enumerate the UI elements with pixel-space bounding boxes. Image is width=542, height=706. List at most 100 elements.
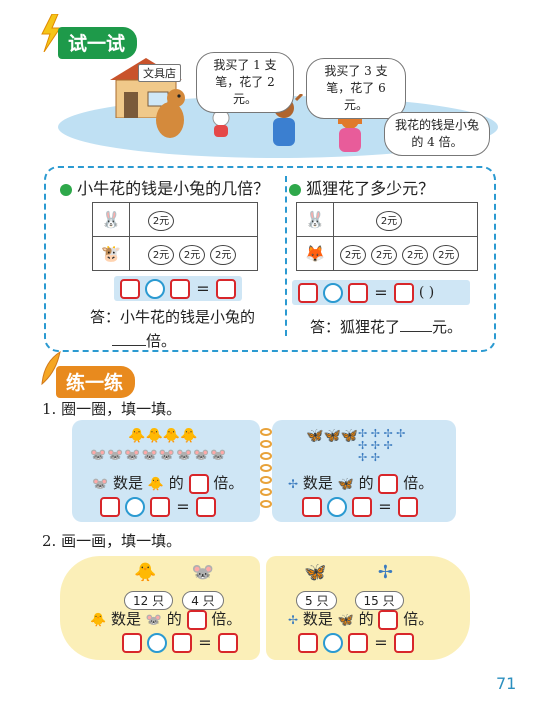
answer-box[interactable] xyxy=(397,496,418,517)
sentence-text: 数是 xyxy=(302,474,333,492)
answer-box[interactable] xyxy=(217,632,238,653)
coin-2yuan: 2元 xyxy=(371,244,398,265)
answer-box[interactable] xyxy=(150,496,171,517)
mouse-row: 🐭🐭🐭🐭🐭🐭🐭🐭 xyxy=(90,448,228,463)
answer-box[interactable] xyxy=(170,278,191,299)
answer-box[interactable] xyxy=(195,496,216,517)
sentence-text: 的 xyxy=(166,610,182,628)
butterfly-icon: 🦋 xyxy=(337,477,354,492)
answer-box[interactable] xyxy=(393,632,414,653)
dragonfly-icon: ✢ xyxy=(288,613,299,627)
dragonfly-icon: ✢ xyxy=(358,427,368,440)
fill-blank[interactable] xyxy=(112,345,146,346)
fox-icon: 🦊 xyxy=(305,244,325,263)
ex2-right-sentence: ✢ 数是 🦋 的 倍。 xyxy=(288,608,433,630)
answer-box[interactable] xyxy=(348,282,369,303)
answer-box[interactable] xyxy=(100,496,120,517)
answer-box[interactable] xyxy=(298,282,318,303)
dragonfly-icon: ✢ xyxy=(358,439,368,452)
butterfly-icon: 🦋 xyxy=(340,428,359,444)
operator-circle[interactable] xyxy=(147,632,168,653)
left-answer-line2: 倍。 xyxy=(112,330,176,351)
sentence-text: 倍。 xyxy=(403,474,434,492)
answer-box[interactable] xyxy=(378,474,399,494)
sentence-text: 数是 xyxy=(112,474,143,492)
answer-box[interactable] xyxy=(348,632,369,653)
answer-box[interactable] xyxy=(393,282,414,303)
kangaroo-icon xyxy=(148,84,192,144)
section-title-practice: 练一练 xyxy=(56,366,136,398)
dragonfly-icon: ✢ xyxy=(383,427,393,440)
operator-circle[interactable] xyxy=(327,496,348,517)
bubble-fox: 我花的钱是小兔的 4 倍。 xyxy=(384,112,490,156)
chick-icon: 🐥 xyxy=(128,428,146,444)
operator-circle[interactable] xyxy=(145,278,166,299)
sentence-text: 的 xyxy=(358,610,374,628)
answer-suffix: 倍。 xyxy=(146,332,177,350)
dragonfly-icon: ✢ xyxy=(288,477,299,491)
count-tag: 5 只 xyxy=(296,591,338,610)
dragonfly-icon: ✢ xyxy=(377,562,393,583)
sentence-text: 倍。 xyxy=(213,474,244,492)
ex2-left-animals: 🐥 🐭 xyxy=(134,562,214,583)
mouse-icon: 🐭 xyxy=(107,448,125,463)
left-compare-table: 🐰 2元 🐮 2元 2元 2元 xyxy=(92,202,258,271)
ex1-right-sentence: ✢ 数是 🦋 的 倍。 xyxy=(288,472,433,494)
sentence-text: 倍。 xyxy=(403,610,434,628)
answer-box[interactable] xyxy=(215,278,236,299)
dragonfly-icon: ✢ xyxy=(370,439,380,452)
chick-icon: 🐥 xyxy=(134,562,157,583)
butterfly-icon: 🦋 xyxy=(306,428,324,444)
mouse-icon: 🐭 xyxy=(191,562,215,583)
ex1-left-sentence: 🐭 数是 🐥 的 倍。 xyxy=(92,472,243,494)
feather-icon xyxy=(38,350,62,390)
mouse-icon: 🐭 xyxy=(141,448,159,463)
right-question: 狐狸花了多少元？ xyxy=(289,175,434,199)
answer-box[interactable] xyxy=(352,496,373,517)
sentence-text: 倍。 xyxy=(211,610,242,628)
answer-box[interactable] xyxy=(378,610,399,630)
mouse-icon: 🐭 xyxy=(193,448,211,463)
answer-box[interactable] xyxy=(302,496,322,517)
mouse-icon: 🐭 xyxy=(124,448,142,463)
bubble-ox: 我买了 3 支笔，花了 6 元。 xyxy=(306,58,406,119)
operator-circle[interactable] xyxy=(323,282,344,303)
chick-icon: 🐥 xyxy=(180,428,198,444)
dragonfly-icon: ✢ xyxy=(383,439,393,452)
dragonfly-icon: ✢ xyxy=(358,451,368,464)
butterfly-icon: 🦋 xyxy=(304,562,327,583)
lightning-icon xyxy=(40,13,62,56)
sentence-text: 的 xyxy=(168,474,184,492)
coin-2yuan: 2元 xyxy=(148,244,174,265)
coin-2yuan: 2元 xyxy=(210,244,237,265)
exercise-1-label: 1. 圈一圈，填一填。 xyxy=(42,400,182,418)
fill-blank[interactable] xyxy=(400,331,433,332)
left-equation: = xyxy=(114,276,242,301)
answer-box[interactable] xyxy=(122,632,142,653)
answer-box[interactable] xyxy=(186,610,207,630)
butterfly-icon: 🦋 xyxy=(323,428,341,444)
ex2-right-tags: 5 只 15 只 xyxy=(296,590,404,610)
sentence-text: 的 xyxy=(358,474,374,492)
mouse-icon: 🐭 xyxy=(92,477,109,492)
sentence-text: 数是 xyxy=(110,610,141,628)
mouse-icon: 🐭 xyxy=(175,448,194,463)
rabbit-icon: 🐰 xyxy=(101,210,121,229)
butterfly-icon: 🦋 xyxy=(337,613,354,628)
bubble-rabbit: 我买了 1 支笔，花了 2 元。 xyxy=(196,52,294,113)
green-dot-icon xyxy=(60,183,72,196)
dragonfly-icon: ✢ xyxy=(396,427,406,440)
answer-box[interactable] xyxy=(298,632,318,653)
answer-box[interactable] xyxy=(172,632,193,653)
mouse-icon: 🐭 xyxy=(90,448,108,463)
operator-circle[interactable] xyxy=(323,632,344,653)
answer-box[interactable] xyxy=(120,278,140,299)
answer-box[interactable] xyxy=(188,474,209,494)
ex1-left-equation: = xyxy=(100,496,216,517)
ex2-left-sentence: 🐥 数是 🐭 的 倍。 xyxy=(90,608,241,630)
chick-icon: 🐥 xyxy=(145,428,163,444)
operator-circle[interactable] xyxy=(125,496,146,517)
left-question-text: 小牛花的钱是小兔的几倍？ xyxy=(77,179,270,198)
chick-icon: 🐥 xyxy=(90,613,107,628)
right-equation: = ( ) xyxy=(292,280,470,305)
